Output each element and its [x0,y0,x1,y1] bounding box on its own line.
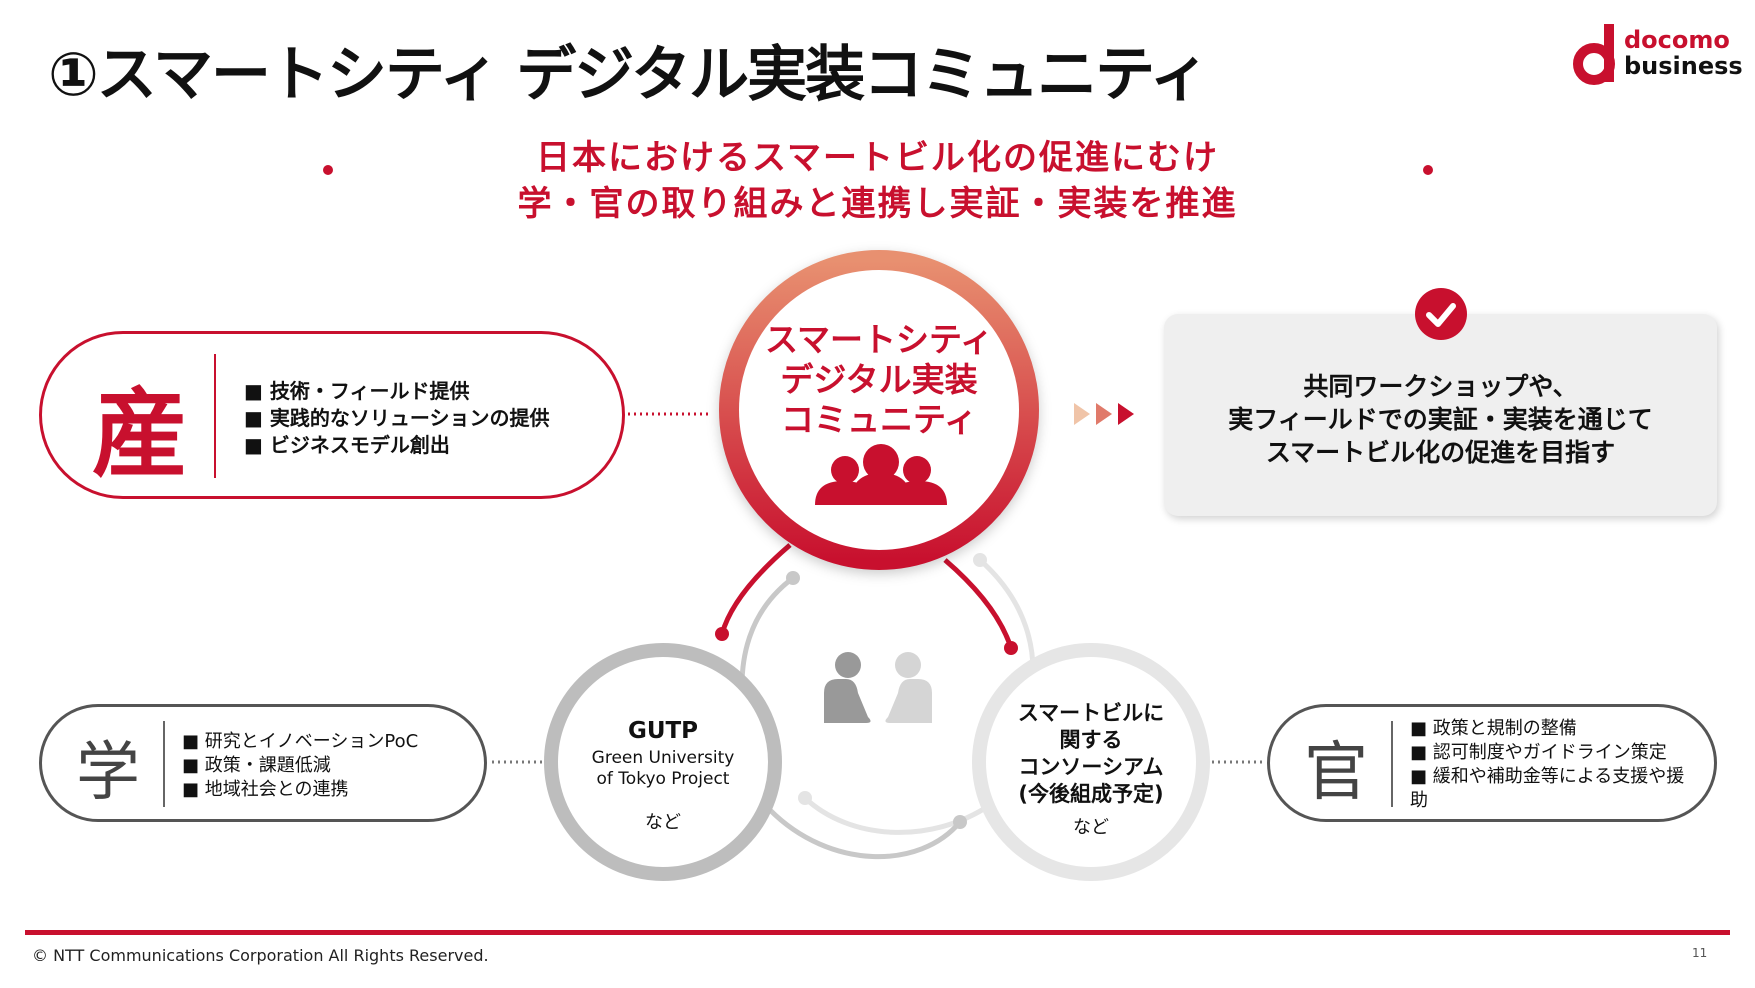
center-line-1: スマートシティ [764,320,994,359]
center-title: スマートシティ デジタル実装 コミュニティ [739,320,1019,440]
government-kanji: 官 [1304,736,1368,810]
industry-panel: 産 技術・フィールド提供 実践的なソリューションの提供 ビジネスモデル創出 [39,331,625,499]
handshake-icon [824,652,932,723]
gutp-label: GUTP Green University of Tokyo Project な… [563,718,763,834]
list-item: 政策・課題低減 [182,754,418,778]
consortium-circle [972,643,1210,881]
list-item: 地域社会との連携 [182,778,418,802]
consortium-line-3: コンソーシアム [1018,755,1164,779]
list-item: ビジネスモデル創出 [244,432,549,459]
academia-list: 研究とイノベーションPoC 政策・課題低減 地域社会との連携 [182,730,418,802]
goal-line-1: 共同ワークショップや、 [1303,372,1578,401]
docomo-business-logo: docomo business [1572,22,1743,86]
consortium-line-2: 関する [1059,728,1123,752]
government-panel: 官 政策と規制の整備 認可制度やガイドライン策定 緩和や補助金等による支援や援助 [1267,704,1717,822]
gutp-etc: など [645,812,681,833]
center-line-2: デジタル実装 [780,360,978,399]
government-list: 政策と規制の整備 認可制度やガイドライン策定 緩和や補助金等による支援や援助 [1410,717,1700,813]
goal-box: 共同ワークショップや、 実フィールドでの実証・実装を通じて スマートビル化の促進… [1164,314,1717,516]
goal-line-2: 実フィールドでの実証・実装を通じて [1228,405,1653,434]
gutp-line-1: Green University [591,748,735,768]
list-item: 実践的なソリューションの提供 [244,405,550,432]
check-circle-icon [1415,288,1467,340]
list-item: 緩和や補助金等による支援や援助 [1410,765,1700,813]
list-item: 研究とイノベーションPoC [182,730,418,754]
arrow-icons [1074,403,1134,425]
center-line-3: コミュニティ [780,400,978,439]
center-circle [719,250,1039,570]
docomo-d-icon [1573,24,1615,85]
academia-panel: 学 研究とイノベーションPoC 政策・課題低減 地域社会との連携 [39,704,487,822]
gutp-name: GUTP [627,718,699,744]
logo-text-business: business [1624,52,1743,80]
consortium-line-4: (今後組成予定) [1018,782,1164,806]
community-people-icon [815,444,947,505]
academia-kanji: 学 [76,736,140,810]
footer-divider [25,930,1730,935]
industry-list: 技術・フィールド提供 実践的なソリューションの提供 ビジネスモデル創出 [244,378,550,459]
industry-kanji: 産 [92,378,188,490]
gutp-line-2: of Tokyo Project [596,769,730,789]
list-item: 技術・フィールド提供 [244,378,549,405]
logo-text-docomo: docomo [1624,26,1730,54]
consortium-etc: など [1073,817,1109,838]
goal-line-3: スマートビル化の促進を目指す [1265,438,1616,467]
consortium-line-1: スマートビルに [1017,701,1165,725]
list-item: 認可制度やガイドライン策定 [1410,741,1700,765]
subtitle-line-2: 学・官の取り組みと連携し実証・実装を推進 [517,184,1238,224]
gutp-circle [544,643,782,881]
subtitle-line-1: 日本におけるスマートビル化の促進にむけ [536,138,1219,178]
consortium-label: スマートビルに 関する コンソーシアム (今後組成予定) など [981,700,1201,841]
page-title: ①スマートシティ デジタル実装コミュニティ [48,40,1209,110]
page-number: 11 [1692,946,1708,960]
copyright-text: © NTT Communications Corporation All Rig… [32,946,489,965]
list-item: 政策と規制の整備 [1410,717,1700,741]
